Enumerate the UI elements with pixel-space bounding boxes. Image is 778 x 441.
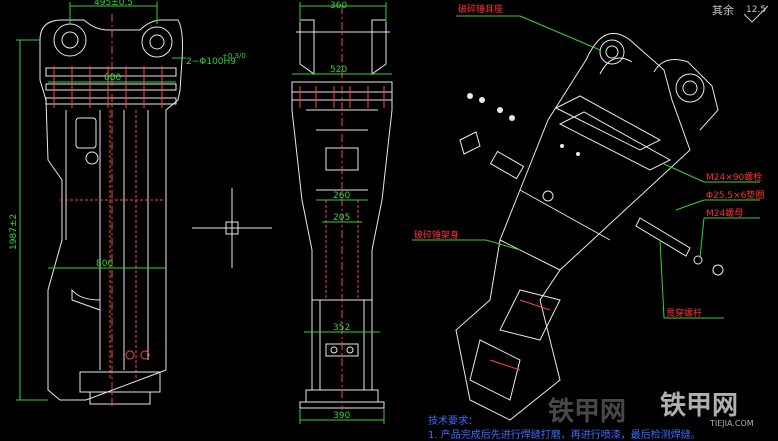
front-dim-hole-tolerance: +0.3/0 <box>222 52 246 60</box>
front-view <box>16 2 186 408</box>
label-washer: M24螺母 <box>706 208 743 219</box>
watermark-faint: 铁甲网 <box>548 396 626 427</box>
crosshair-cursor <box>192 188 272 268</box>
side-dim-top: 360 <box>330 1 347 11</box>
front-dim-mid: 680 <box>104 73 121 83</box>
label-frame: 破碎锤架身 <box>414 229 459 241</box>
label-nut: Φ25.5×6垫圈 <box>706 189 764 201</box>
notes-line1: 1. 产品完成后先进行焊缝打磨，再进行喷漆，最后检测焊缝。 <box>428 428 701 441</box>
side-dim-a: 260 <box>333 191 350 201</box>
watermark-logo: 铁甲网 <box>660 390 738 421</box>
watermark: 铁甲网 TIEJIA.COM 铁甲网 <box>548 390 754 428</box>
side-dim-b: 205 <box>333 213 350 223</box>
front-dim-top: 495±0.5 <box>94 0 133 8</box>
notes-title: 技术要求： <box>428 414 478 427</box>
side-dim-bottom: 390 <box>333 411 350 421</box>
side-view <box>291 2 393 424</box>
front-dim-height: 1987±2 <box>9 214 19 250</box>
side-dim-upper: 520 <box>330 65 347 75</box>
front-dim-lower: 800 <box>96 259 113 269</box>
leader-lines <box>412 15 760 319</box>
label-bolt: M24×90螺栓 <box>706 171 762 183</box>
label-through-bolt: 贯穿螺杆 <box>666 307 702 319</box>
watermark-url: TIEJIA.COM <box>709 419 754 428</box>
roughness-icon <box>743 5 769 23</box>
corner-note: 其余 <box>712 3 734 17</box>
front-dim-hole: 2−Φ100H9 <box>186 57 236 67</box>
label-upper-seat: 破碎锤耳座 <box>458 3 503 15</box>
isometric-view <box>455 32 724 421</box>
side-dim-low: 352 <box>333 323 350 333</box>
roughness-value: 12.5 <box>746 5 766 15</box>
isometric-bolts <box>467 93 580 156</box>
